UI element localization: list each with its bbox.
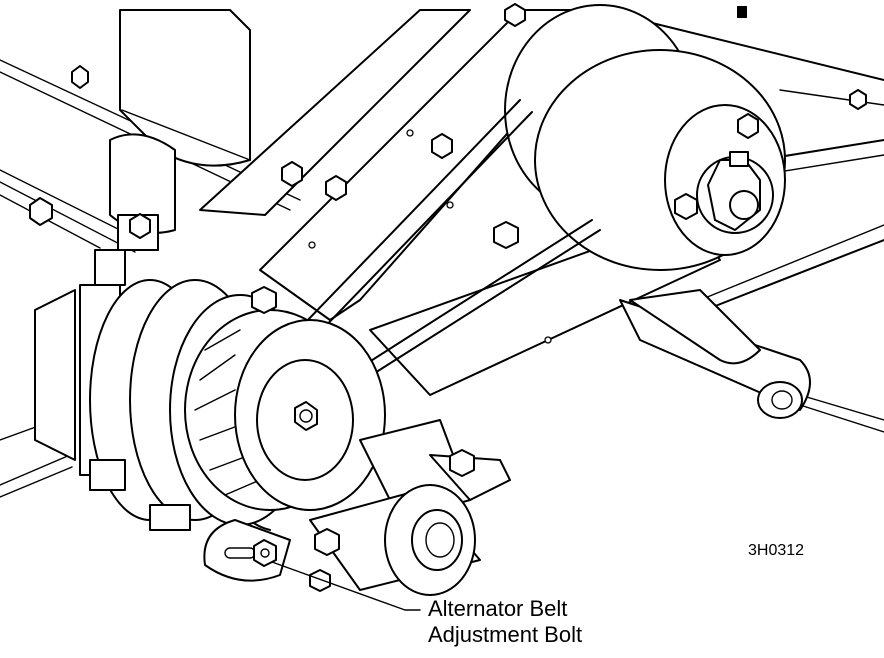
hex-bolt: [737, 113, 759, 139]
hex-bolt: [493, 221, 519, 249]
hex-bolt: [431, 133, 453, 159]
hex-bolt: [129, 213, 151, 239]
hex-bolt: [71, 65, 89, 89]
hex-bolt: [314, 528, 340, 556]
hex-bolt: [251, 286, 277, 314]
top-marker: [737, 6, 747, 18]
callout-label-line: Alternator Belt: [428, 596, 567, 621]
alternator: [34, 214, 386, 531]
hex-bolt: [849, 89, 867, 110]
hex-bolt: [281, 161, 303, 187]
idler-arm: [619, 289, 811, 419]
callout-label: Alternator Belt Adjustment Bolt: [428, 596, 582, 647]
hex-bolt: [504, 3, 526, 27]
figure-code: 3H0312: [748, 542, 804, 559]
hex-bolt: [309, 569, 331, 592]
hex-bolt: [325, 175, 347, 201]
large-pulley: [504, 4, 786, 271]
hex-bolt: [674, 193, 698, 220]
hex-bolt: [29, 197, 53, 226]
upper-housing: [109, 9, 251, 234]
hex-bolt: [449, 449, 475, 477]
callout-label-line: Adjustment Bolt: [428, 622, 582, 647]
adjustment-bolt: [253, 539, 277, 567]
adjustment-bracket: [203, 519, 291, 582]
hex-bolts: [29, 3, 867, 592]
callout-leader-line: [271, 561, 421, 611]
